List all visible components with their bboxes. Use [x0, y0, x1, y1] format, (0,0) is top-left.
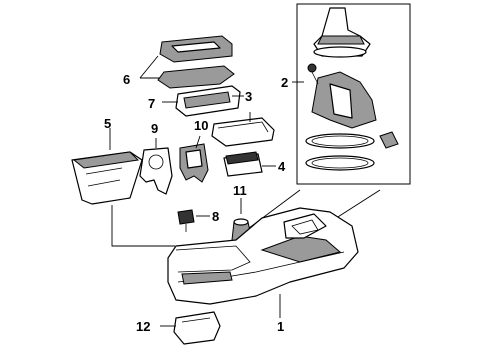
- shift-knob-stud: [307, 63, 317, 73]
- console-body: [167, 207, 359, 305]
- callouts: 1 2 3 4 5 6 7 8 9 10 11 12: [104, 72, 288, 334]
- callout-leaders: [109, 55, 304, 327]
- callout-3: 3: [245, 89, 252, 104]
- callout-2: 2: [281, 75, 288, 90]
- bracket-10: [179, 143, 209, 183]
- shift-clip: [379, 131, 399, 149]
- console-lid-pad: [157, 65, 235, 89]
- callout-8: 8: [212, 209, 219, 224]
- callout-12: 12: [136, 319, 150, 334]
- cup-tray: [223, 151, 263, 177]
- callout-5: 5: [104, 116, 111, 131]
- callout-1: 1: [277, 319, 284, 334]
- callout-4: 4: [278, 159, 286, 174]
- callout-6: 6: [123, 72, 130, 87]
- storage-lid: [211, 117, 275, 147]
- boot-ring-upper: [305, 133, 375, 149]
- boot-ring-lower: [305, 155, 375, 171]
- clip-8: [177, 209, 195, 232]
- callout-10: 10: [194, 118, 208, 133]
- callout-11: 11: [233, 183, 247, 198]
- floor-bracket: [173, 311, 221, 345]
- console-lid-group: [157, 35, 241, 117]
- storage-bin: [71, 151, 143, 205]
- shift-boot-assembly: [296, 3, 411, 185]
- callout-9: 9: [151, 121, 158, 136]
- bracket-9: [139, 147, 173, 195]
- callout-7: 7: [148, 96, 155, 111]
- shift-boot-frame: [296, 3, 411, 185]
